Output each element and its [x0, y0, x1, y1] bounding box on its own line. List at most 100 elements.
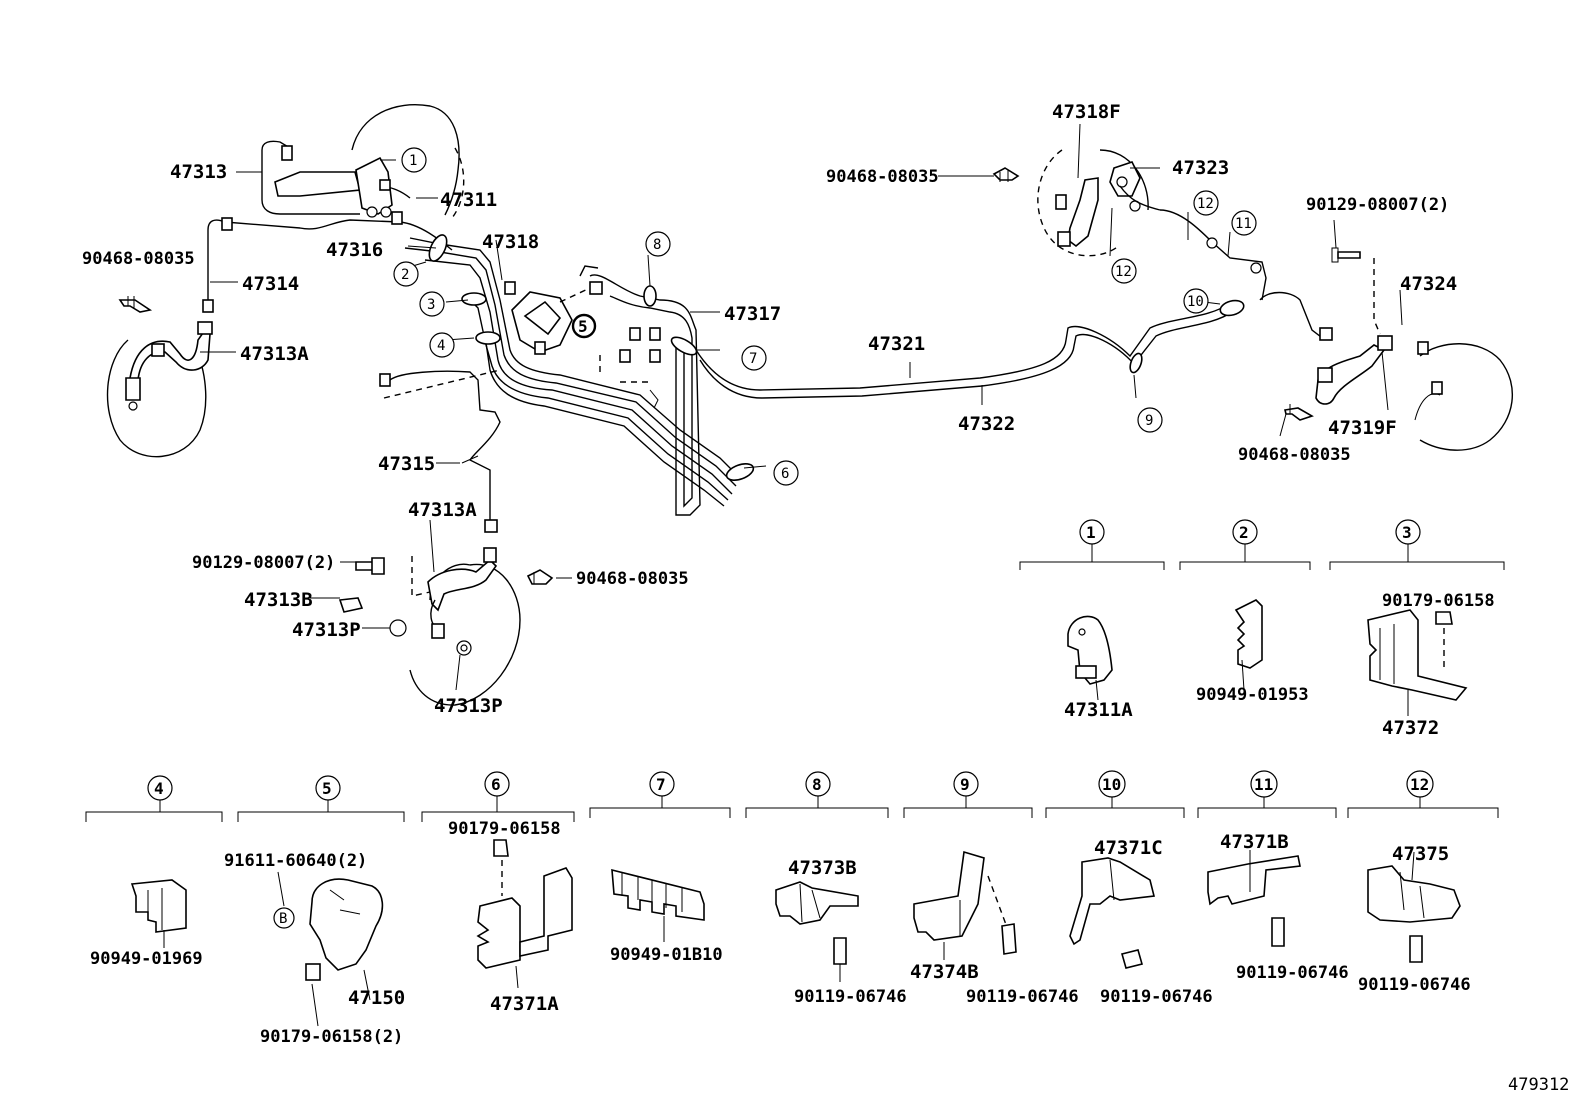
callout-9: 9 [1145, 413, 1153, 429]
detail-90949-01953 [1234, 599, 1263, 669]
front-right-backing-plate [409, 563, 521, 706]
group-number-circles: 1 2 3 4 5 6 7 8 9 10 11 12 [147, 519, 1434, 801]
label-90179-06158-b: 90179-06158(2) [260, 1027, 403, 1047]
group-12: 12 [1410, 775, 1429, 794]
front-left-lower-backing-plate [106, 339, 207, 458]
label-47318: 47318 [482, 231, 539, 253]
group-11: 11 [1254, 775, 1273, 794]
callout-8: 8 [653, 237, 661, 253]
label-90949-01B10: 90949-01B10 [610, 945, 723, 965]
callout-6: 6 [781, 466, 789, 482]
group-8: 8 [812, 775, 822, 794]
label-90949-01953: 90949-01953 [1196, 685, 1309, 705]
callout-1: 1 [409, 153, 417, 169]
group-9: 9 [960, 775, 970, 794]
label-90119-06746-d: 90119-06746 [1236, 963, 1349, 983]
callout-circles: 1 2 3 4 5 6 7 8 9 10 11 12 12 [393, 147, 1257, 486]
group-6: 6 [491, 775, 501, 794]
callout-12-lower: 12 [1115, 264, 1132, 280]
label-47371C: 47371C [1094, 837, 1163, 859]
callout-3: 3 [427, 297, 435, 313]
label-47313P-b: 47313P [434, 695, 503, 717]
callout-2: 2 [401, 267, 409, 283]
label-90119-06746-e: 90119-06746 [1358, 975, 1471, 995]
label-47322: 47322 [958, 413, 1015, 435]
label-47323: 47323 [1172, 157, 1229, 179]
tube-47315 [389, 370, 501, 520]
group-brackets [85, 544, 1505, 822]
flex-hose-47313A [129, 328, 211, 381]
rear-backing-plate-upper [1037, 149, 1121, 257]
label-47321: 47321 [868, 333, 925, 355]
label-47313: 47313 [170, 161, 227, 183]
callout-11: 11 [1235, 216, 1252, 232]
part-labels: 47313 47311 47316 47318 90468-08035 4731… [82, 101, 1569, 1095]
detail-47371C [1069, 857, 1155, 946]
label-90119-06746-b: 90119-06746 [966, 987, 1079, 1007]
tube-47321 [695, 303, 1229, 391]
detail-47375 [1367, 865, 1461, 923]
tube-47322 [699, 311, 1233, 399]
group-10: 10 [1102, 775, 1121, 794]
tube-47317 [589, 274, 701, 516]
callout-5: 5 [578, 317, 588, 336]
label-47314: 47314 [242, 273, 299, 295]
detail-47372 [1367, 609, 1468, 701]
front-left-upper-backing-plate [351, 104, 460, 216]
group-7: 7 [656, 775, 666, 794]
callout-12-upper: 12 [1197, 196, 1214, 212]
label-47150: 47150 [348, 987, 405, 1009]
callout-10: 10 [1187, 294, 1204, 310]
label-91611-60640: 91611-60640(2) [224, 851, 367, 871]
group-4: 4 [154, 779, 164, 798]
label-90949-01969: 90949-01969 [90, 949, 203, 969]
tube-47314 [207, 219, 453, 300]
label-47317: 47317 [724, 303, 781, 325]
label-47372: 47372 [1382, 717, 1439, 739]
label-47315: 47315 [378, 453, 435, 475]
label-47324: 47324 [1400, 273, 1457, 295]
label-47318F: 47318F [1052, 101, 1121, 123]
callout-7: 7 [749, 351, 757, 367]
label-47316: 47316 [326, 239, 383, 261]
label-47371B: 47371B [1220, 831, 1289, 853]
label-90179-06158-c: 90179-06158 [448, 819, 561, 839]
flex-hose-47319F [1315, 344, 1386, 405]
detail-47371A [476, 897, 521, 969]
label-47313B: 47313B [244, 589, 313, 611]
label-47311: 47311 [440, 189, 497, 211]
group-1: 1 [1086, 523, 1096, 542]
tube-47313 [261, 140, 291, 168]
tube-bundle [409, 237, 741, 479]
rear-backing-plate-right [1419, 343, 1514, 451]
label-90468-08035-upper: 90468-08035 [826, 167, 939, 187]
b-mark: B [279, 911, 287, 927]
label-47373B: 47373B [788, 857, 857, 879]
label-90179-06158-right: 90179-06158 [1382, 591, 1495, 611]
label-90129-08007-right: 90129-08007(2) [1306, 195, 1449, 215]
detail-47374B [913, 850, 985, 941]
label-90119-06746-c: 90119-06746 [1100, 987, 1213, 1007]
detail-90949-01B10 [611, 868, 705, 921]
label-47371A: 47371A [490, 993, 559, 1015]
label-47311A: 47311A [1064, 699, 1133, 721]
label-90468-08035-left: 90468-08035 [82, 249, 195, 269]
label-47319F: 47319F [1328, 417, 1397, 439]
label-47313A-mid: 47313A [408, 499, 477, 521]
detail-47373B [775, 881, 859, 925]
label-90129-08007-left: 90129-08007(2) [192, 553, 335, 573]
label-47375: 47375 [1392, 843, 1449, 865]
callout-4: 4 [437, 338, 445, 354]
label-47374B: 47374B [910, 961, 979, 983]
label-90468-08035-center: 90468-08035 [576, 569, 689, 589]
group-5: 5 [322, 779, 332, 798]
detail-47371B [1207, 855, 1301, 906]
diagram-code: 479312 [1508, 1075, 1569, 1095]
group-2: 2 [1239, 523, 1249, 542]
detail-90949-01969 [130, 879, 187, 933]
label-90468-08035-right: 90468-08035 [1238, 445, 1351, 465]
group-3: 3 [1402, 523, 1412, 542]
label-47313P-a: 47313P [292, 619, 361, 641]
label-90119-06746-a: 90119-06746 [794, 987, 907, 1007]
